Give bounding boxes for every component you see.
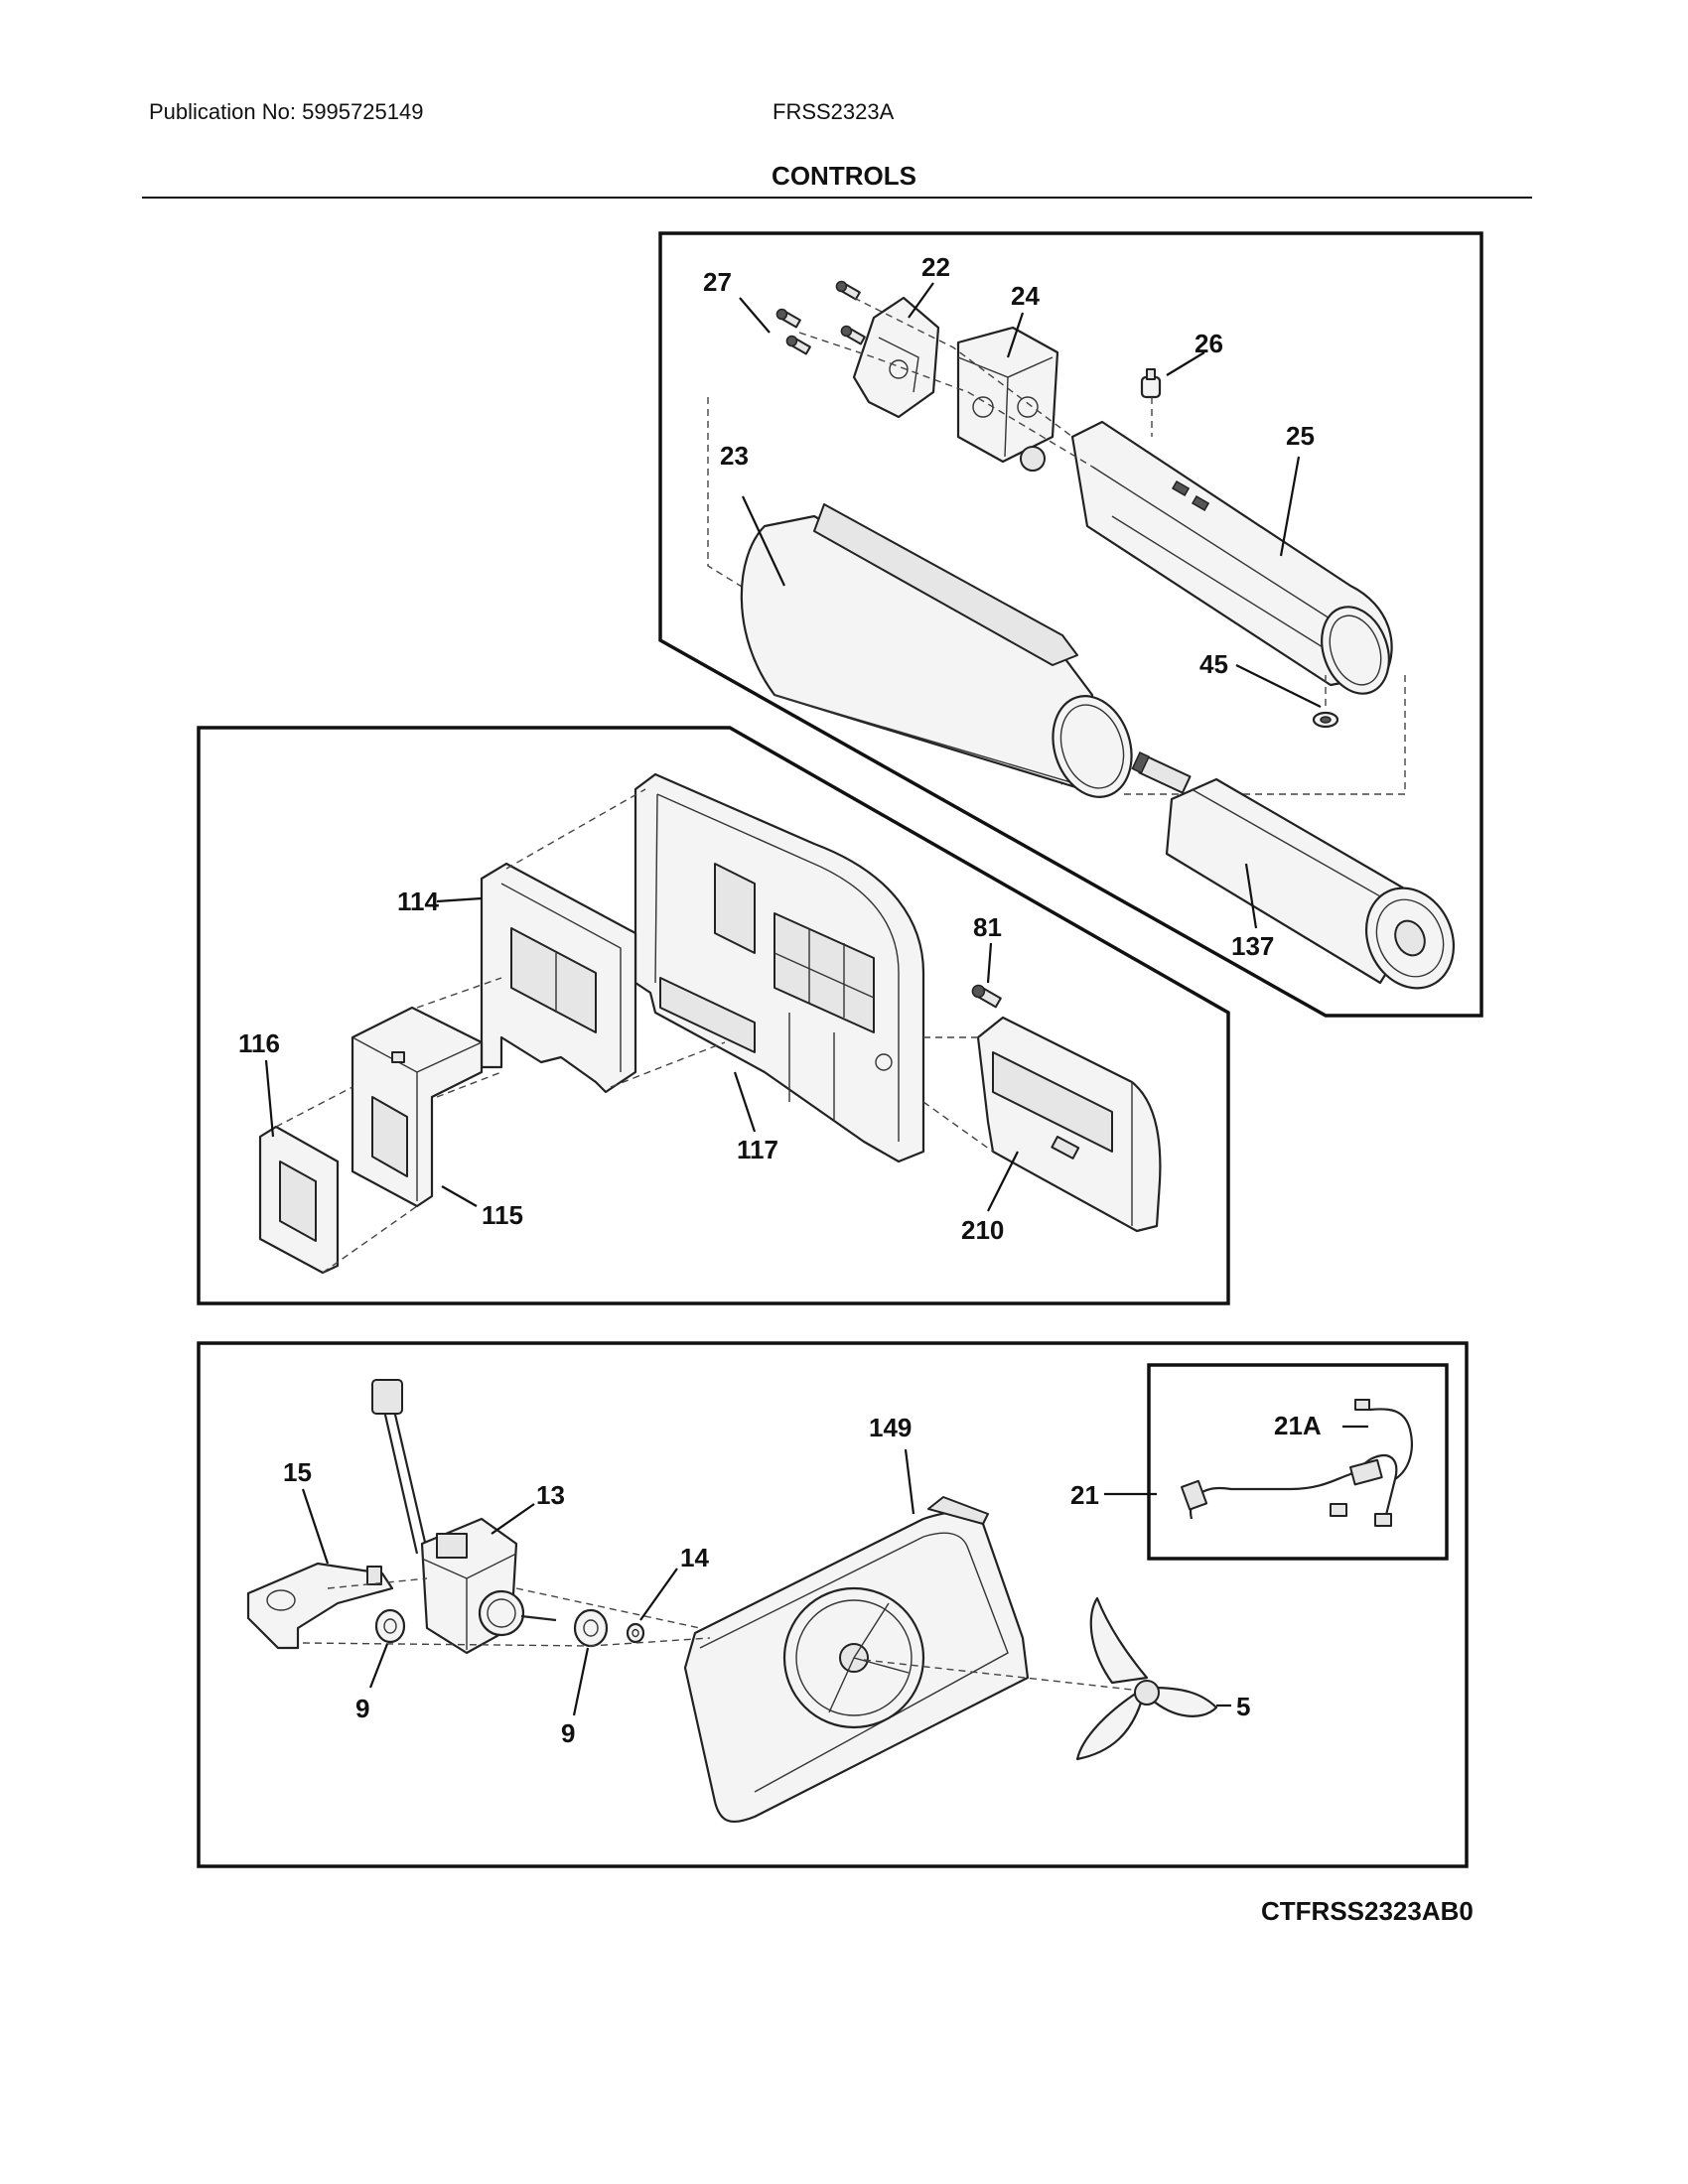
page-title: CONTROLS <box>772 161 916 191</box>
callout-25: 25 <box>1286 421 1315 451</box>
callout-14: 14 <box>680 1543 709 1572</box>
part-13-fan-motor <box>371 1379 557 1655</box>
part-45-o-ring <box>1312 711 1339 729</box>
callout-13: 13 <box>536 1480 565 1510</box>
callout-116: 116 <box>238 1028 280 1058</box>
part-25-filter-housing <box>1070 420 1393 695</box>
part-137-water-filter <box>1131 751 1456 990</box>
panel-fan-assembly: 15 13 14 9 9 149 21 21A 5 <box>197 1341 1469 1868</box>
part-117-housing <box>633 772 925 1163</box>
callout-21: 21 <box>1070 1480 1099 1510</box>
part-24-valve-body <box>956 326 1059 472</box>
part-9-grommet-left <box>374 1608 406 1644</box>
part-149-fan-shroud <box>683 1496 1030 1824</box>
callout-5: 5 <box>1236 1692 1250 1721</box>
part-210-cover <box>976 1016 1162 1233</box>
part-14-washer <box>626 1622 645 1644</box>
callout-23: 23 <box>720 441 749 471</box>
panel-frame-fan <box>197 1341 1469 1868</box>
panel-filter-housing: 27 22 24 26 25 23 45 137 <box>658 231 1483 1018</box>
part-21-wire-harness <box>1181 1399 1413 1527</box>
callout-137: 137 <box>1231 931 1274 961</box>
callout-21a: 21A <box>1274 1411 1322 1440</box>
callout-9-right: 9 <box>561 1718 575 1748</box>
callout-115: 115 <box>482 1200 523 1230</box>
part-116-gasket <box>258 1125 340 1275</box>
panel-frame-filter <box>658 231 1483 1018</box>
part-81-screw <box>971 984 1002 1009</box>
callout-9-left: 9 <box>355 1694 369 1723</box>
callout-15: 15 <box>283 1457 312 1487</box>
panel-frame-controls <box>197 726 1230 1305</box>
part-27-screws <box>775 280 866 355</box>
callout-24: 24 <box>1011 281 1040 311</box>
callout-117: 117 <box>737 1135 778 1164</box>
callout-114: 114 <box>397 887 439 916</box>
part-15-bracket <box>246 1562 394 1650</box>
header-divider <box>142 197 1532 199</box>
part-115-module <box>351 1006 484 1208</box>
part-22-bracket <box>852 296 940 419</box>
part-23-filter-cover <box>740 503 1133 798</box>
inset-frame-harness <box>1147 1363 1449 1561</box>
diagram-code: CTFRSS2323AB0 <box>1261 1896 1474 1926</box>
callout-149: 149 <box>869 1413 912 1442</box>
part-5-fan-blade <box>1075 1596 1218 1761</box>
publication-number: Publication No: 5995725149 <box>149 99 424 124</box>
part-9-nut-right <box>573 1608 609 1648</box>
callout-26: 26 <box>1195 329 1223 358</box>
part-26-cap <box>1140 368 1162 399</box>
callout-45: 45 <box>1199 649 1228 679</box>
panel-control-housing: 114 81 116 117 115 210 <box>197 726 1230 1305</box>
callout-210: 210 <box>961 1215 1004 1245</box>
model-number: FRSS2323A <box>773 99 895 124</box>
callout-81: 81 <box>973 912 1002 942</box>
callout-27: 27 <box>703 267 732 297</box>
callout-22: 22 <box>921 252 950 282</box>
part-114-bracket <box>480 862 637 1094</box>
